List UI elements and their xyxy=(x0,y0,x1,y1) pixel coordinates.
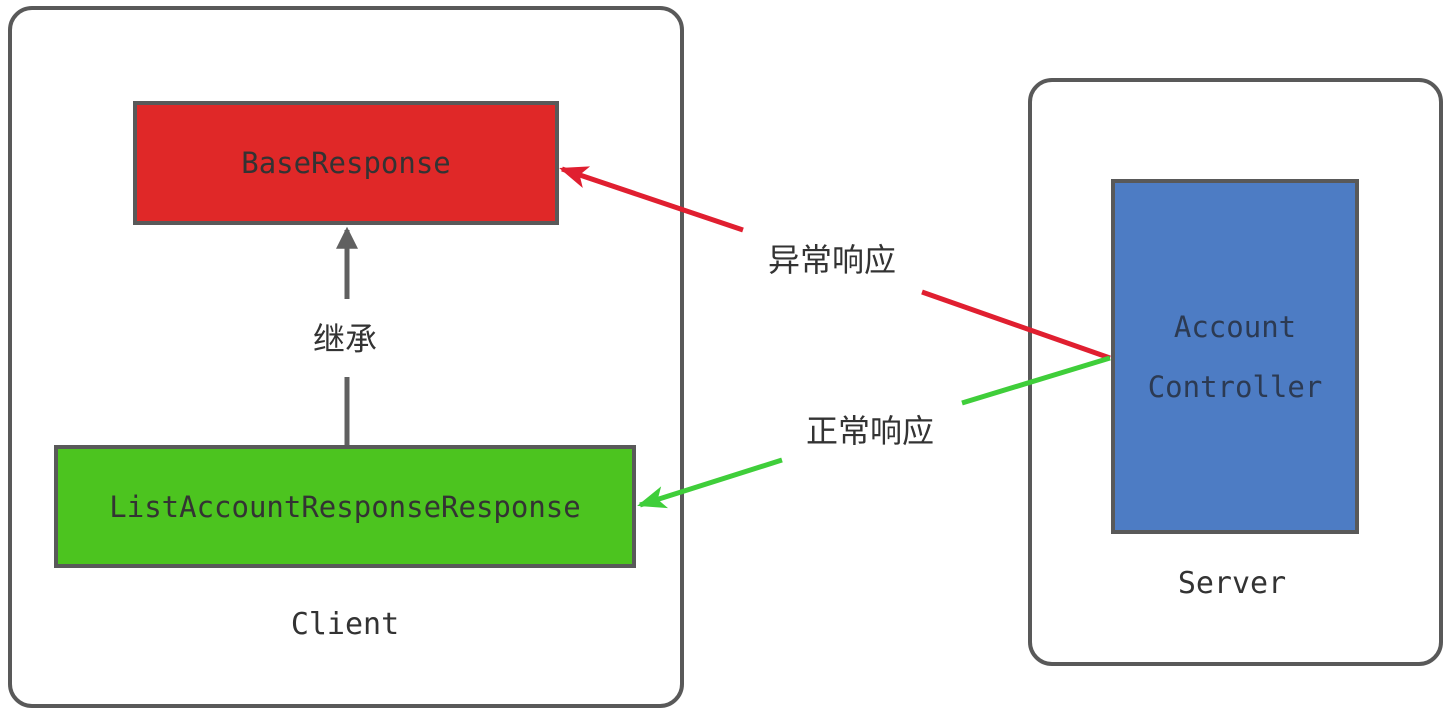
list-account-response-box: ListAccountResponseResponse xyxy=(54,445,636,568)
account-controller-box-line2: Controller xyxy=(1147,369,1323,404)
client-container xyxy=(8,6,684,708)
server-container-label: Server xyxy=(1177,566,1287,601)
account-controller-box: Account Controller xyxy=(1111,179,1359,534)
client-container-label: Client xyxy=(290,607,400,642)
normal-response-arrow-label: 正常响应 xyxy=(805,413,934,449)
account-controller-box-line1: Account xyxy=(1173,309,1297,344)
error-response-arrow-label: 异常响应 xyxy=(767,242,896,278)
base-response-box-label: BaseResponse xyxy=(241,146,451,180)
base-response-box: BaseResponse xyxy=(133,101,559,225)
inherit-arrow-label: 继承 xyxy=(312,321,377,357)
list-account-response-box-label: ListAccountResponseResponse xyxy=(109,489,581,524)
